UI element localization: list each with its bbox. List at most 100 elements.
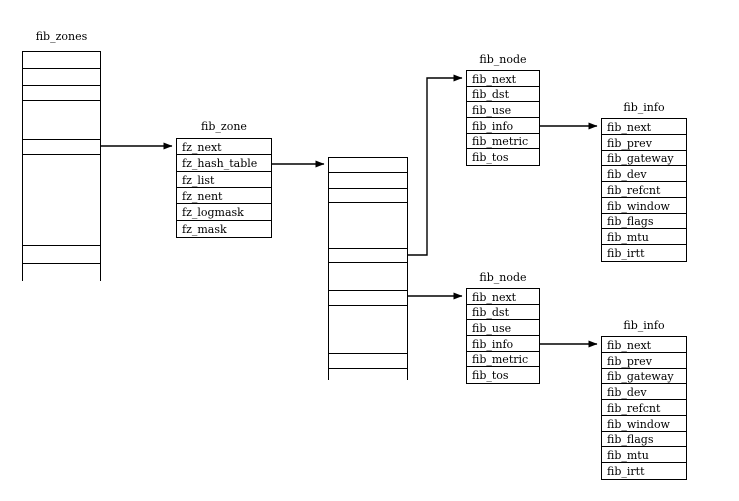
- field-fib-node-bottom-fib-info: fib_info: [467, 336, 539, 352]
- field-fib-zone-fz-hash-table: fz_hash_table: [177, 155, 271, 172]
- field-label: fib_use: [472, 103, 512, 117]
- field-label: fib_use: [472, 321, 512, 335]
- slot-fz-hash-table-array-3: [329, 189, 407, 203]
- slot-fib-zones-4: [23, 101, 100, 140]
- field-fib-info-bottom-fib-window: fib_window: [602, 416, 686, 432]
- field-label: fib_next: [607, 338, 652, 352]
- field-label: fib_gateway: [607, 370, 674, 384]
- field-label: fib_dev: [607, 385, 647, 399]
- field-fib-node-bottom-fib-metric: fib_metric: [467, 352, 539, 367]
- struct-fib-zone-title: fib_zone: [201, 120, 247, 133]
- slot-fib-zones-8: [23, 264, 100, 282]
- field-fib-node-bottom-fib-tos: fib_tos: [467, 367, 539, 383]
- field-label: fib_info: [472, 119, 514, 133]
- field-fib-node-bottom-fib-next: fib_next: [467, 289, 539, 305]
- field-label: fib_refcnt: [607, 401, 661, 415]
- field-fib-info-bottom-fib-next: fib_next: [602, 337, 686, 353]
- field-label: fz_next: [182, 140, 222, 154]
- field-fib-node-top-fib-use: fib_use: [467, 102, 539, 118]
- field-fib-info-top-fib-window: fib_window: [602, 198, 686, 214]
- field-fib-zone-fz-mask: fz_mask: [177, 221, 271, 237]
- field-label: fib_dev: [607, 167, 647, 181]
- field-label: fib_window: [607, 199, 670, 213]
- connector-hash-array-to-fib-node-top: [408, 74, 463, 256]
- field-label: fib_next: [472, 72, 517, 86]
- slot-fz-hash-table-array-4: [329, 203, 407, 249]
- slot-fib-zones-2: [23, 69, 100, 86]
- field-label: fib_mtu: [607, 230, 649, 244]
- slot-fib-zones-3: [23, 86, 100, 101]
- slot-fz-hash-table-array-6: [329, 263, 407, 291]
- field-label: fib_window: [607, 417, 670, 431]
- field-fib-zone-fz-logmask: fz_logmask: [177, 204, 271, 221]
- slot-fz-hash-table-array-10: [329, 369, 407, 381]
- field-label: fz_logmask: [182, 206, 244, 220]
- field-fib-zone-fz-nent: fz_nent: [177, 188, 271, 204]
- struct-fib-info-bottom-title: fib_info: [623, 319, 665, 332]
- slot-fib-zones-1: [23, 52, 100, 69]
- slot-fib-zones-5: [23, 140, 100, 155]
- field-fib-info-bottom-fib-mtu: fib_mtu: [602, 447, 686, 463]
- field-label: fib_mtu: [607, 448, 649, 462]
- field-fib-info-bottom-fib-irtt: fib_irtt: [602, 463, 686, 479]
- slot-fz-hash-table-array-1: [329, 158, 407, 173]
- field-fib-info-bottom-fib-dev: fib_dev: [602, 384, 686, 400]
- struct-fib-zones-box: [22, 51, 101, 282]
- field-label: fib_next: [472, 290, 517, 304]
- struct-fib-zone-box: fz_next fz_hash_table fz_list fz_nent fz_log…: [176, 138, 272, 238]
- field-label: fib_metric: [472, 353, 529, 367]
- field-label: fib_dst: [472, 306, 509, 320]
- field-fib-info-top-fib-dev: fib_dev: [602, 166, 686, 182]
- field-fib-info-bottom-fib-refcnt: fib_refcnt: [602, 400, 686, 416]
- field-fib-node-bottom-fib-use: fib_use: [467, 320, 539, 336]
- field-label: fib_flags: [607, 433, 654, 447]
- field-label: fz_list: [182, 173, 215, 187]
- field-fib-info-top-fib-mtu: fib_mtu: [602, 229, 686, 245]
- field-fib-info-top-fib-gateway: fib_gateway: [602, 151, 686, 166]
- field-label: fib_tos: [472, 369, 509, 383]
- field-label: fib_dst: [472, 88, 509, 102]
- slot-fz-hash-table-array-7: [329, 291, 407, 306]
- field-label: fib_flags: [607, 215, 654, 229]
- field-fib-zone-fz-next: fz_next: [177, 139, 271, 155]
- field-fib-info-bottom-fib-prev: fib_prev: [602, 353, 686, 369]
- field-label: fib_tos: [472, 151, 509, 165]
- slot-fib-zones-7: [23, 246, 100, 264]
- field-fib-zone-fz-list: fz_list: [177, 172, 271, 188]
- struct-fib-node-bottom-title: fib_node: [479, 271, 527, 284]
- field-fib-node-top-fib-next: fib_next: [467, 71, 539, 87]
- field-label: fz_hash_table: [182, 157, 258, 171]
- field-label: fz_nent: [182, 189, 223, 203]
- field-fib-info-top-fib-refcnt: fib_refcnt: [602, 182, 686, 198]
- field-fib-node-top-fib-tos: fib_tos: [467, 149, 539, 165]
- field-label: fib_refcnt: [607, 183, 661, 197]
- field-label: fib_prev: [607, 136, 652, 150]
- field-fib-info-top-fib-irtt: fib_irtt: [602, 245, 686, 261]
- field-label: fz_mask: [182, 223, 227, 237]
- field-fib-node-bottom-fib-dst: fib_dst: [467, 305, 539, 320]
- slot-fib-zones-6: [23, 155, 100, 246]
- field-label: fib_info: [472, 337, 514, 351]
- field-fib-node-top-fib-metric: fib_metric: [467, 134, 539, 149]
- field-fib-info-top-fib-flags: fib_flags: [602, 214, 686, 229]
- field-fib-info-top-fib-prev: fib_prev: [602, 135, 686, 151]
- field-label: fib_next: [607, 120, 652, 134]
- struct-fib-info-top-title: fib_info: [623, 101, 665, 114]
- field-fib-info-bottom-fib-flags: fib_flags: [602, 432, 686, 447]
- struct-fz-hash-table-array-box: [328, 157, 408, 381]
- field-fib-node-top-fib-info: fib_info: [467, 118, 539, 134]
- field-label: fib_irtt: [607, 247, 645, 261]
- slot-fz-hash-table-array-2: [329, 173, 407, 189]
- slot-fz-hash-table-array-8: [329, 306, 407, 354]
- field-label: fib_metric: [472, 135, 529, 149]
- slot-fz-hash-table-array-5: [329, 249, 407, 263]
- struct-fib-zones-title: fib_zones: [35, 30, 88, 43]
- field-label: fib_prev: [607, 354, 652, 368]
- field-fib-info-bottom-fib-gateway: fib_gateway: [602, 369, 686, 384]
- slot-fz-hash-table-array-9: [329, 354, 407, 369]
- field-label: fib_irtt: [607, 465, 645, 479]
